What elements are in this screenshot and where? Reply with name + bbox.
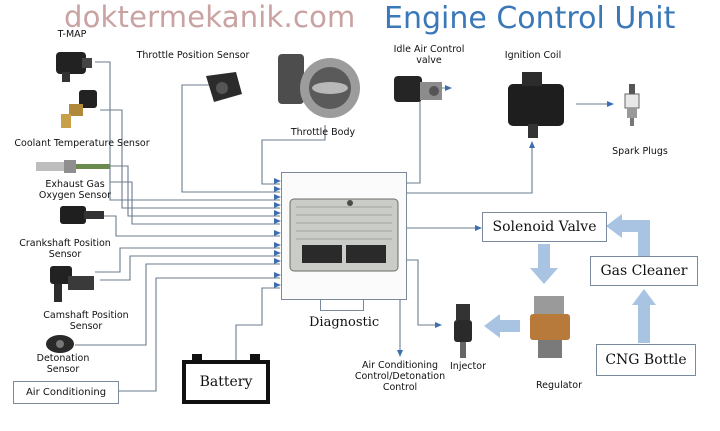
wire-camshaft xyxy=(95,247,280,273)
gas-cleaner-label: Gas Cleaner xyxy=(600,263,688,279)
ecu-frame xyxy=(281,172,407,300)
cng-bottle-box: CNG Bottle xyxy=(596,344,696,376)
solenoid-valve-label: Solenoid Valve xyxy=(492,219,597,235)
wire-detonation xyxy=(75,263,280,346)
gas-cleaner-box: Gas Cleaner xyxy=(590,256,698,286)
idle-air-control-icon xyxy=(390,68,448,117)
air-conditioning-box: Air Conditioning xyxy=(13,381,119,404)
ecu-icon xyxy=(289,198,399,272)
solenoid-valve-box: Solenoid Valve xyxy=(482,212,607,242)
detonation-sensor-label: Detonation Sensor xyxy=(36,353,90,375)
regulator-label: Regulator xyxy=(536,380,582,391)
throttle-position-sensor-icon xyxy=(200,68,246,113)
diagram-title: Engine Control Unit xyxy=(384,1,676,36)
coolant-temperature-sensor-icon xyxy=(55,88,103,137)
exhaust-gas-oxygen-sensor-icon xyxy=(34,156,114,183)
wire-ignition-coil xyxy=(406,145,533,194)
cng-bottle-label: CNG Bottle xyxy=(605,352,687,368)
wire-camshaft-2 xyxy=(100,255,280,281)
battery-terminal-pos xyxy=(250,354,260,360)
air-conditioning-label: Air Conditioning xyxy=(25,387,107,398)
wire-tmap xyxy=(95,61,280,201)
wire-throttle-body xyxy=(261,125,326,185)
wire-battery xyxy=(235,287,280,366)
tmap-label: T-MAP xyxy=(57,29,87,40)
spark-plugs-label: Spark Plugs xyxy=(612,146,668,157)
detonation-sensor-icon xyxy=(44,330,78,361)
wire-injector xyxy=(406,259,438,326)
injector-label: Injector xyxy=(450,361,486,372)
wire-throttle-position xyxy=(181,84,280,193)
wire-crankshaft xyxy=(98,215,280,237)
battery-terminal-neg xyxy=(192,354,202,360)
tmap-sensor-icon xyxy=(48,44,96,89)
ecu-diagnostic-port xyxy=(320,300,364,311)
regulator-icon xyxy=(522,290,582,367)
exhaust-gas-oxygen-sensor-label: Exhaust Gas Oxygen Sensor xyxy=(38,179,112,201)
throttle-body-label: Throttle Body xyxy=(290,127,356,138)
coolant-temperature-sensor-label: Coolant Temperature Sensor xyxy=(14,138,150,149)
camshaft-position-sensor-icon xyxy=(44,262,100,311)
battery-box: Battery xyxy=(182,360,270,404)
ignition-coil-label: Ignition Coil xyxy=(504,50,562,61)
throttle-position-sensor-label: Throttle Position Sensor xyxy=(136,50,250,61)
idle-air-control-label: Idle Air Control valve xyxy=(393,44,465,66)
spark-plug-icon xyxy=(618,82,648,135)
crankshaft-position-sensor-icon xyxy=(56,200,106,235)
throttle-body-icon xyxy=(272,44,372,133)
crankshaft-position-sensor-label: Crankshaft Position Sensor xyxy=(19,238,111,260)
wire-air-conditioning xyxy=(118,277,280,392)
wire-exhaust-2 xyxy=(110,181,280,225)
diagnostic-label: Diagnostic xyxy=(309,315,380,330)
watermark: doktermekanik.com xyxy=(64,0,356,34)
wire-coolant xyxy=(100,109,280,209)
camshaft-position-sensor-label: Camshaft Position Sensor xyxy=(43,310,129,332)
injector-icon xyxy=(446,302,482,367)
battery-label: Battery xyxy=(199,374,253,390)
ac-detonation-control-label: Air Conditioning Control/Detonation Cont… xyxy=(354,360,446,393)
ignition-coil-icon xyxy=(498,66,578,147)
